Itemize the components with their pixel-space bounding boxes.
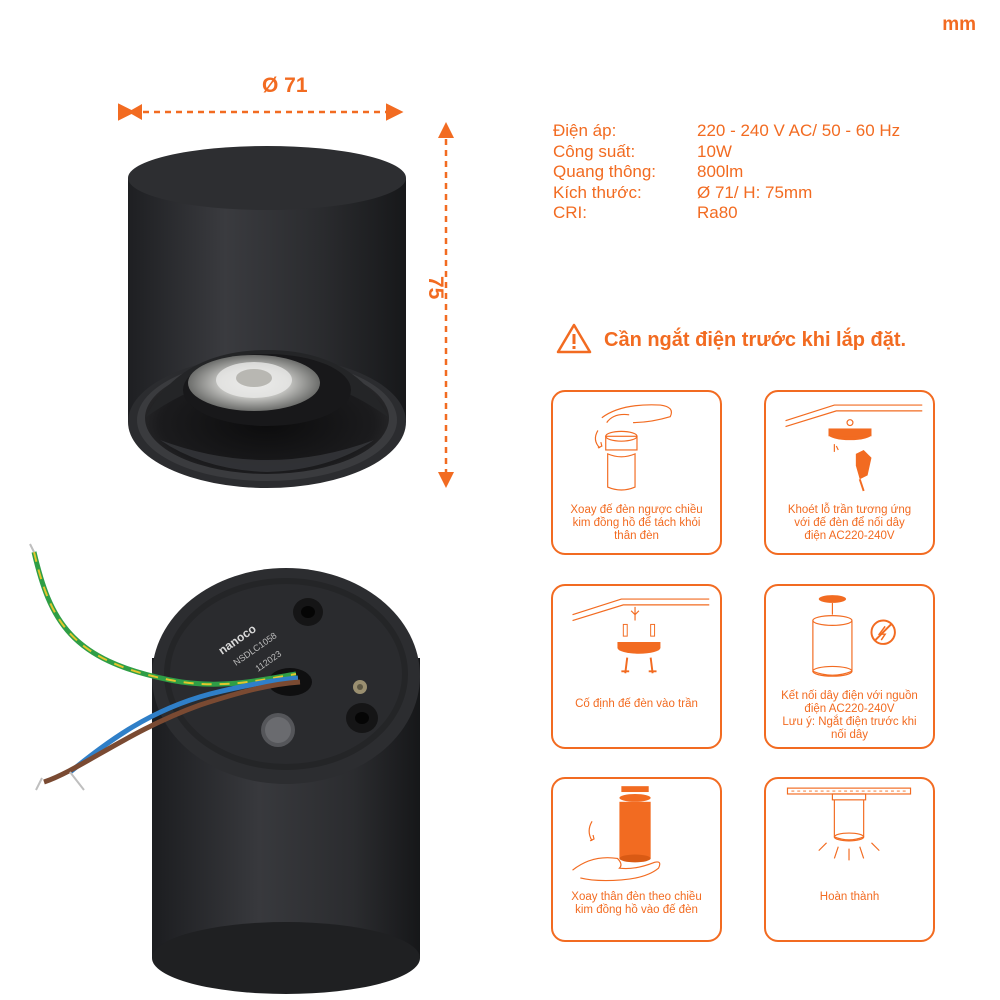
spec-row: CRI: Ra80	[553, 203, 900, 224]
step-card-5: Xoay thân đèn theo chiều kim đồng hồ vào…	[551, 777, 722, 942]
unit-label: mm	[942, 14, 976, 35]
rotate-base-icon	[594, 404, 672, 491]
warning-icon	[556, 322, 592, 359]
step-text: Xoay đế đèn ngược chiều kim đồng hồ để t…	[570, 504, 703, 542]
attach-body-icon	[572, 786, 661, 882]
step-text: Khoét lỗ trần tương ứng với đế đèn để nố…	[787, 504, 912, 542]
wire-connection-icon	[812, 595, 896, 677]
spec-key: Quang thông:	[553, 162, 657, 181]
step-card-4: Kết nối dây điện với nguồn điện AC220-24…	[764, 584, 935, 749]
spec-row: Kích thước: Ø 71/ H: 75mm	[553, 183, 900, 204]
spec-row: Điện áp: 220 - 240 V AC/ 50 - 60 Hz	[553, 121, 900, 142]
width-dimension-arrow	[118, 103, 404, 121]
downlight-back-view: nanoco NSDLC1058 112023	[29, 543, 420, 994]
spec-row: Công suất: 10W	[553, 142, 900, 163]
spec-key: CRI:	[553, 203, 587, 222]
height-dimension-arrow	[438, 122, 454, 488]
spec-row: Quang thông: 800lm	[553, 162, 900, 183]
spec-value: Ra80	[697, 203, 738, 222]
step-card-6: Hoàn thành	[764, 777, 935, 942]
spec-value: Ø 71/ H: 75mm	[697, 182, 813, 202]
step-text: Kết nối dây điện với nguồn điện AC220-24…	[781, 690, 918, 741]
warning-text: Cần ngắt điện trước khi lắp đặt.	[604, 329, 907, 351]
width-dimension-label: Ø 71	[262, 74, 308, 97]
drill-ceiling-icon	[785, 404, 923, 492]
step-card-1: Xoay đế đèn ngược chiều kim đồng hồ để t…	[551, 390, 722, 555]
spec-list: Điện áp: 220 - 240 V AC/ 50 - 60 Hz Công…	[553, 121, 900, 224]
mount-base-icon	[572, 598, 710, 674]
warning-banner: Cần ngắt điện trước khi lắp đặt.	[556, 322, 906, 359]
completed-install-icon	[786, 787, 912, 861]
spec-value: 10W	[697, 141, 732, 161]
step-text: Cố định đế đèn vào trần	[575, 698, 698, 710]
spec-key: Công suất:	[553, 141, 636, 161]
spec-key: Kích thước:	[553, 182, 642, 202]
spec-value: 220 - 240 V AC/ 50 - 60 Hz	[697, 121, 901, 140]
step-text: Xoay thân đèn theo chiều kim đồng hồ vào…	[571, 891, 702, 916]
downlight-front-view	[128, 146, 406, 488]
step-text: Hoàn thành	[819, 891, 880, 903]
step-card-3: Cố định đế đèn vào trần	[551, 584, 722, 749]
spec-key: Điện áp:	[553, 121, 617, 140]
step-card-2: Khoét lỗ trần tương ứng với đế đèn để nố…	[764, 390, 935, 555]
spec-value: 800lm	[697, 162, 744, 181]
height-dimension-label: 75	[424, 276, 447, 300]
